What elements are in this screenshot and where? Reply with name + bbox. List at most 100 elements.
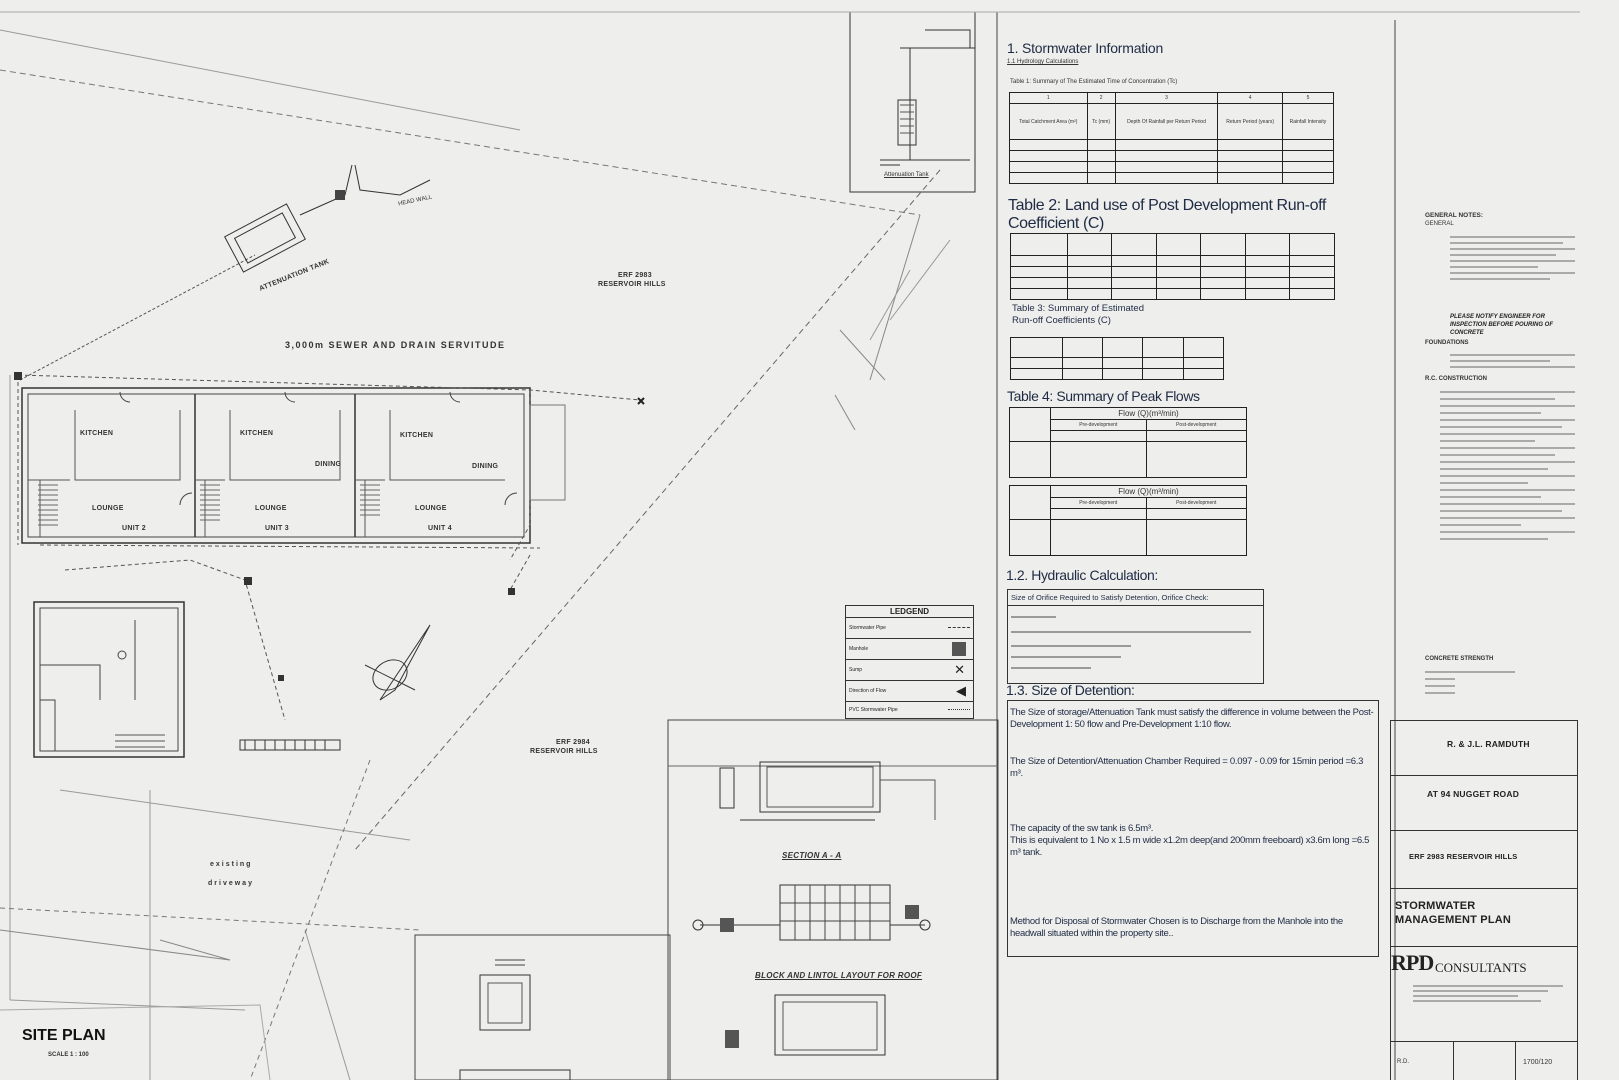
legend-item: Stormwater Pipe	[846, 618, 973, 639]
date-cell	[1453, 1041, 1516, 1080]
manhole-icon	[952, 642, 966, 656]
legend-box: LEDGEND Stormwater Pipe Manhole Sump ✕ D…	[845, 605, 974, 719]
legend-item-label: Sump	[849, 667, 863, 673]
kitchen-label-4: KITCHEN	[400, 432, 434, 439]
drawing-title-cell: STORMWATER MANAGEMENT PLAN	[1391, 888, 1577, 947]
detention-para2: The Size of Detention/Attenuation Chambe…	[1010, 756, 1364, 779]
drawing-number-cell: 1700/120	[1515, 1041, 1577, 1080]
table1-header: Rainfall Intensity	[1281, 103, 1335, 140]
block-layout-label: BLOCK AND LINTOL LAYOUT FOR ROOF	[755, 971, 923, 980]
stormwater-title: 1. Stormwater Information	[1007, 40, 1164, 56]
lounge-label-3: LOUNGE	[255, 505, 287, 512]
table2	[1010, 233, 1335, 300]
unit-2-label: UNIT 2	[122, 525, 146, 532]
erf-cell: ERF 2983 RESERVOIR HILLS	[1391, 830, 1577, 889]
drawing-title: STORMWATER MANAGEMENT PLAN	[1395, 900, 1512, 926]
client-name: R. & J.L. RAMDUTH	[1447, 739, 1530, 749]
servitude-label: 3,000m SEWER AND DRAIN SERVITUDE	[285, 340, 506, 350]
table4-flow-header: Flow (Q)(m³/min)	[1050, 485, 1247, 498]
general-notes-lines	[1450, 232, 1575, 284]
concrete-strength-heading: CONCRETE STRENGTH	[1425, 656, 1494, 662]
table1-header: Tc (mm)	[1086, 103, 1116, 140]
foundation-notes-lines	[1450, 350, 1575, 372]
drawing-number: 1700/120	[1523, 1059, 1553, 1066]
kitchen-label-3: KITCHEN	[240, 430, 274, 437]
erf-description: ERF 2983 RESERVOIR HILLS	[1409, 852, 1518, 861]
site-plan-title: SITE PLAN	[22, 1027, 106, 1044]
title-block: R. & J.L. RAMDUTH AT 94 NUGGET ROAD ERF …	[1390, 720, 1578, 1080]
table3-title: Table 3: Summary of Estimated Run-off Co…	[1012, 303, 1144, 327]
table4-title: Table 4: Summary of Peak Flows	[1007, 388, 1200, 404]
legend-item-label: Stormwater Pipe	[849, 625, 886, 631]
table2-title: Table 2: Land use of Post Development Ru…	[1008, 197, 1326, 233]
legend-item-label: Manhole	[849, 646, 869, 652]
detention-para4: Method for Disposal of Stormwater Chosen…	[1010, 916, 1343, 939]
address-cell: AT 94 NUGGET ROAD	[1391, 775, 1577, 831]
driveway-label-2: driveway	[208, 880, 254, 887]
detention-title: 1.3. Size of Detention:	[1006, 682, 1135, 698]
pvc-pipe-icon	[948, 709, 970, 711]
section-a-label: SECTION A - A	[782, 851, 842, 860]
stormwater-pipe-icon	[948, 627, 970, 629]
firm-logo: RPD	[1391, 950, 1434, 975]
table4-pre-header: Pre-development	[1050, 497, 1147, 509]
legend-item: Manhole	[846, 639, 973, 660]
erf-north-line2: RESERVOIR HILLS	[598, 281, 666, 288]
client-cell: R. & J.L. RAMDUTH	[1391, 721, 1577, 776]
dining-label-3: DINING	[315, 461, 342, 468]
orifice-text: Size of Orifice Required to Satisfy Dete…	[1008, 590, 1263, 606]
table4-post-header: Post-development	[1145, 497, 1248, 509]
driveway-label-1: existing	[210, 861, 253, 868]
foundations-heading: FOUNDATIONS	[1425, 340, 1469, 346]
rc-construction-heading: R.C. CONSTRUCTION	[1425, 376, 1487, 382]
erf-south-line1: ERF 2984	[556, 739, 590, 746]
general-notes-title: GENERAL NOTES:	[1425, 212, 1484, 219]
lounge-label-4: LOUNGE	[415, 505, 447, 512]
table1-header: Total Catchment Area (m²)	[1009, 103, 1088, 140]
detention-box: The Size of storage/Attenuation Tank mus…	[1007, 700, 1379, 957]
consultant-cell: RPD CONSULTANTS	[1391, 946, 1577, 1042]
orifice-box: Size of Orifice Required to Satisfy Dete…	[1007, 589, 1264, 684]
kitchen-label-2: KITCHEN	[80, 430, 114, 437]
flow-direction-icon: ◀	[956, 683, 966, 698]
drawn-cell: R.D.	[1391, 1041, 1454, 1080]
concrete-notes-lines	[1425, 666, 1575, 699]
site-address: AT 94 NUGGET ROAD	[1427, 789, 1520, 799]
detention-para3: The capacity of the sw tank is 6.5m³. Th…	[1010, 823, 1370, 858]
legend-title: LEDGEND	[846, 606, 973, 618]
legend-item-label: PVC Stormwater Pipe	[849, 707, 898, 713]
unit-3-label: UNIT 3	[265, 525, 289, 532]
notify-engineer-note: PLEASE NOTIFY ENGINEER FOR INSPECTION BE…	[1450, 314, 1554, 336]
table3	[1010, 337, 1225, 380]
detention-para1: The Size of storage/Attenuation Tank mus…	[1010, 707, 1374, 730]
lounge-label-2: LOUNGE	[92, 505, 124, 512]
dining-label-4: DINING	[472, 463, 499, 470]
legend-item: PVC Stormwater Pipe	[846, 702, 973, 718]
table4-flow-header: Flow (Q)(m³/min)	[1050, 407, 1247, 420]
legend-item-label: Direction of Flow	[849, 688, 887, 694]
firm-name: CONSULTANTS	[1435, 960, 1527, 975]
inset-label: Attenuation Tank	[884, 172, 929, 178]
site-plan-scale: SCALE 1 : 100	[48, 1052, 89, 1058]
legend-item: Sump ✕	[846, 660, 973, 681]
sump-icon: ✕	[954, 662, 965, 677]
legend-item: Direction of Flow ◀	[846, 681, 973, 702]
erf-south-line2: RESERVOIR HILLS	[530, 748, 598, 755]
table4-post-header: Post-development	[1145, 419, 1248, 431]
table1-title: Table 1: Summary of The Estimated Time o…	[1010, 79, 1178, 85]
table1-header: Return Period (years)	[1217, 103, 1283, 140]
general-notes-subtitle: GENERAL	[1425, 221, 1454, 227]
drawn-by: R.D.	[1397, 1059, 1409, 1065]
hydraulic-title: 1.2. Hydraulic Calculation:	[1006, 567, 1158, 583]
table1-header: Depth Of Rainfall per Return Period	[1114, 103, 1219, 140]
stormwater-subtitle: 1.1 Hydrology Calculations	[1007, 59, 1079, 65]
erf-north-line1: ERF 2983	[618, 272, 652, 279]
unit-4-label: UNIT 4	[428, 525, 452, 532]
rc-notes-lines	[1440, 386, 1575, 545]
table4-pre-header: Pre-development	[1050, 419, 1147, 431]
